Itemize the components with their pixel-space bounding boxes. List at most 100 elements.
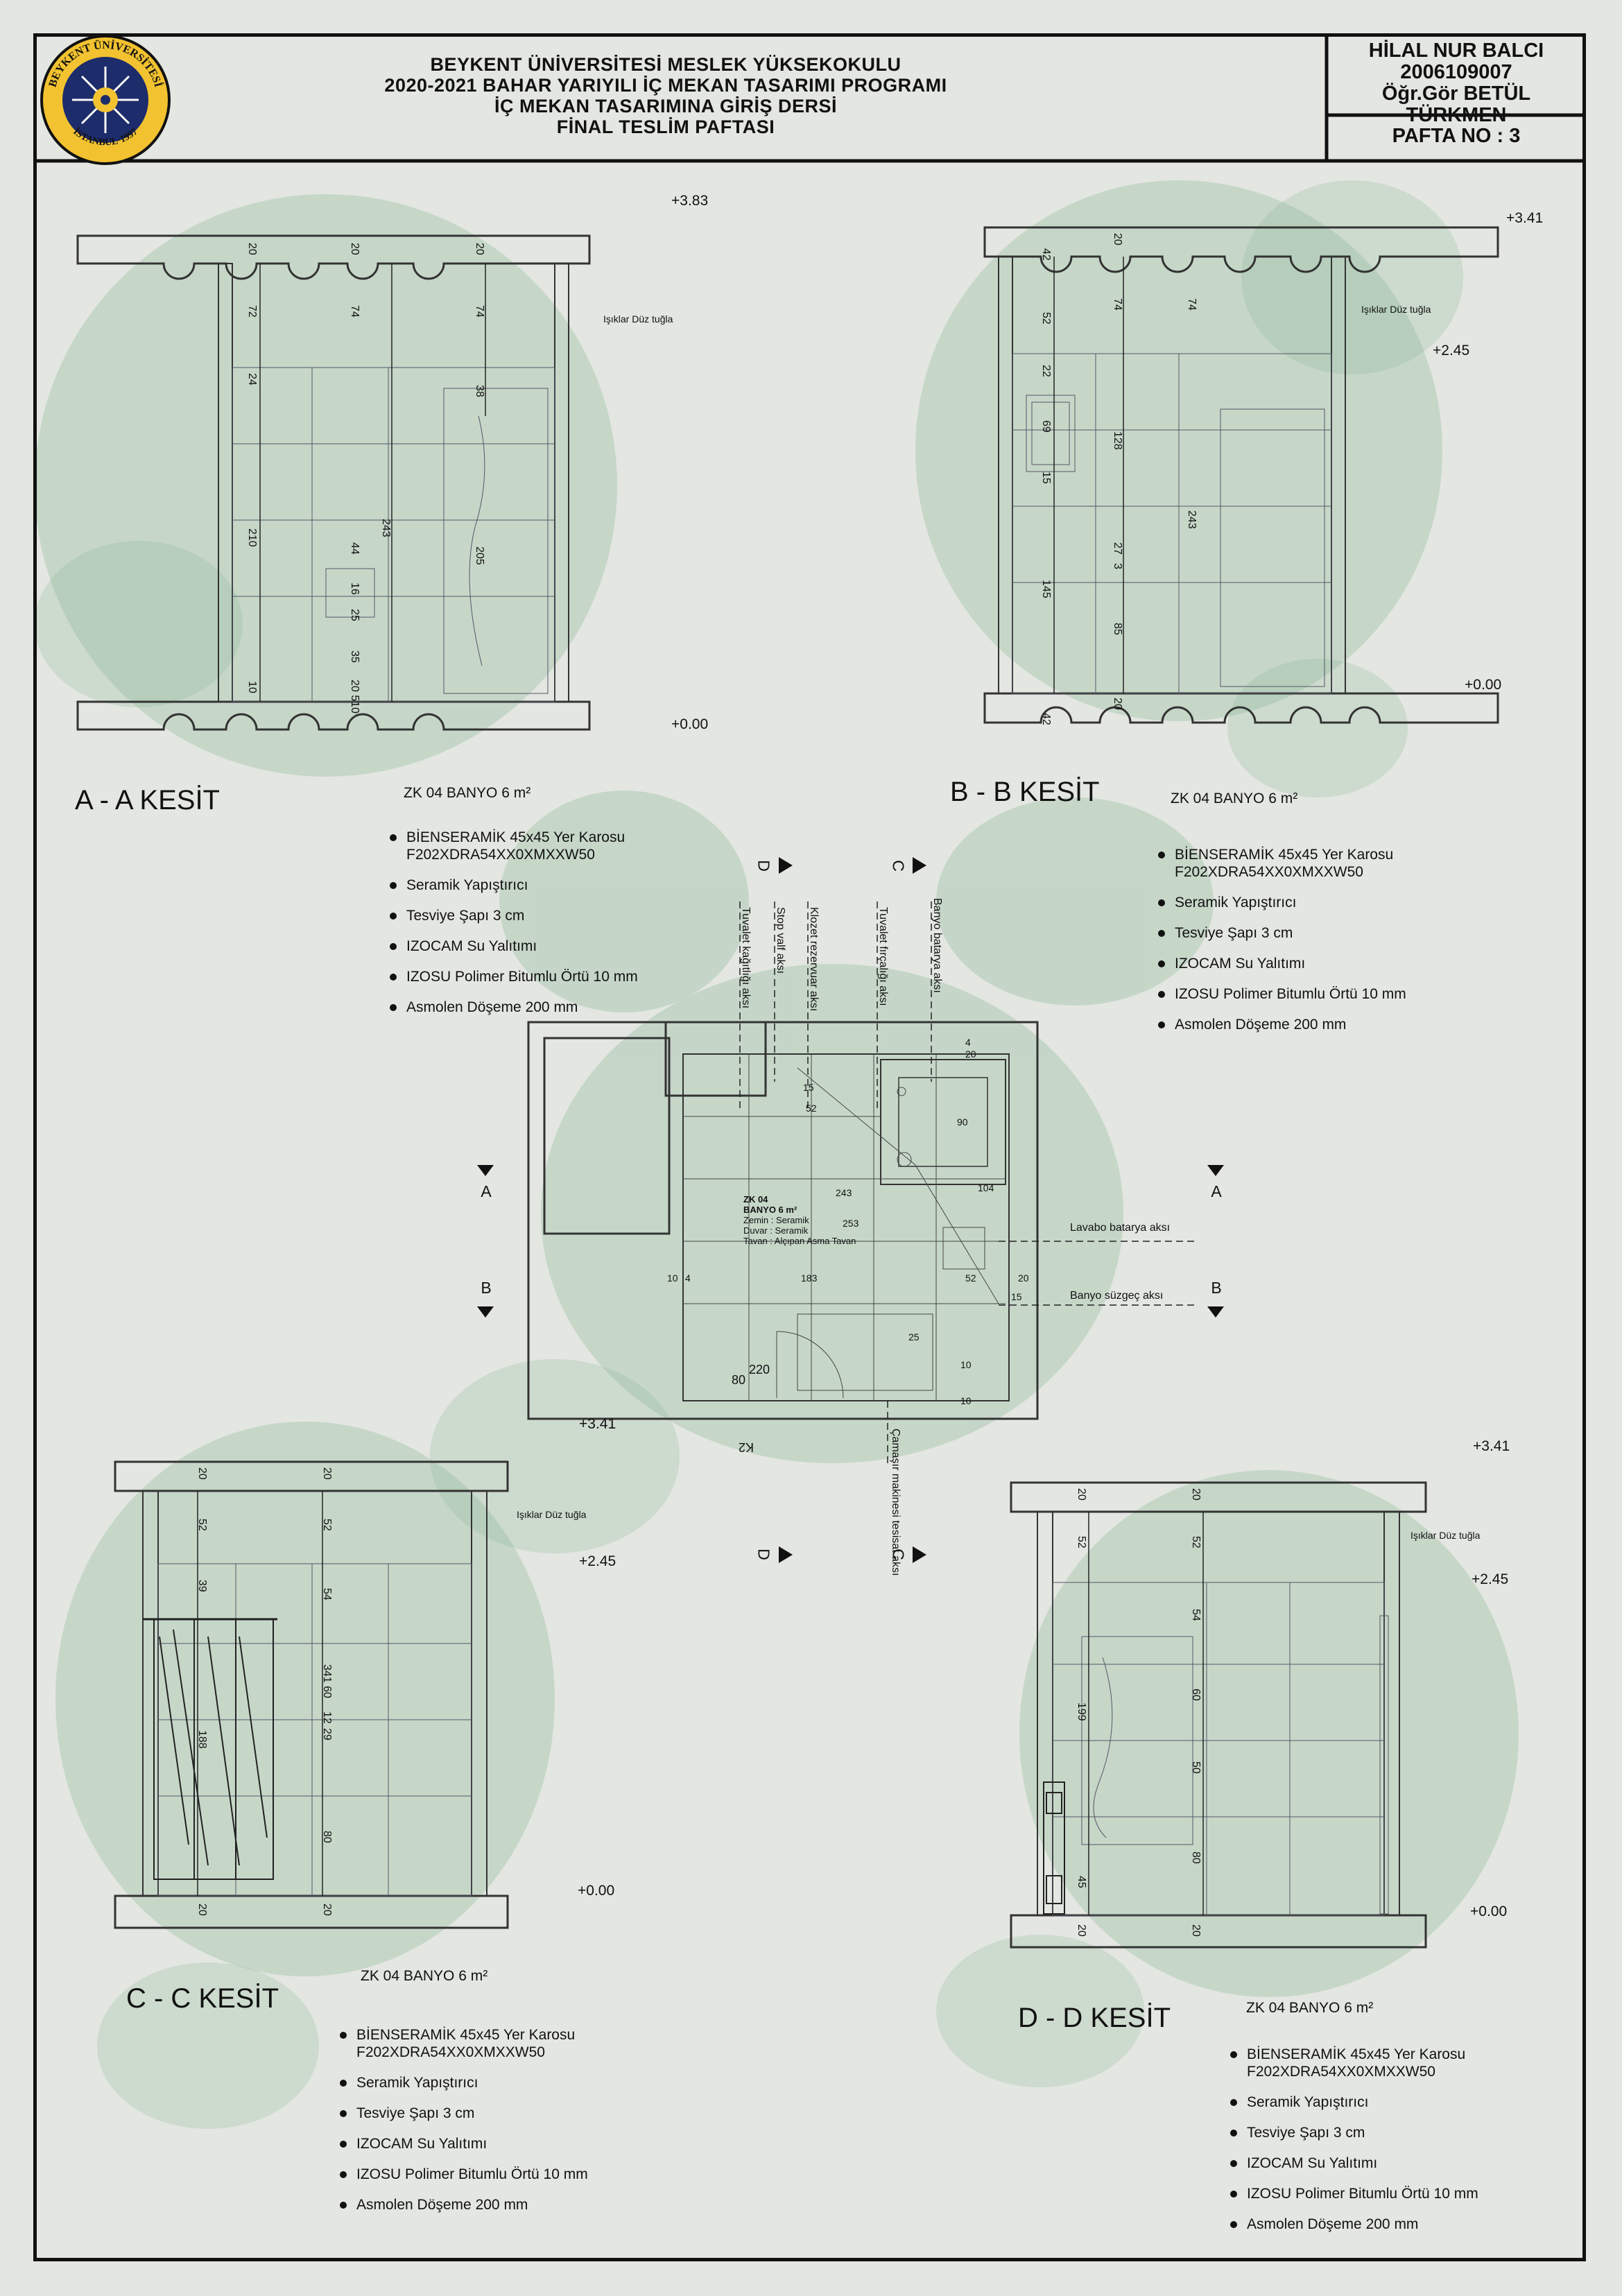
dd-dim: 20 xyxy=(1190,1488,1202,1501)
plan-dim: 10 xyxy=(960,1395,972,1406)
cc-materials-list: BİENSERAMİK 45x45 Yer Karosu F202XDRA54X… xyxy=(338,2026,588,2227)
aa-top-level: +3.83 xyxy=(671,193,709,209)
plan-marker-b-left: B xyxy=(481,1279,492,1297)
plan-dim: 20 xyxy=(965,1048,976,1060)
dd-dim: 80 xyxy=(1190,1852,1202,1864)
cc-material: IZOCAM Su Yalıtımı xyxy=(338,2135,588,2152)
dd-dim: 20 xyxy=(1076,1924,1087,1937)
cc-material: Asmolen Döşeme 200 mm xyxy=(338,2196,588,2213)
dd-dim: 52 xyxy=(1076,1536,1087,1548)
plan-dim: 90 xyxy=(957,1116,968,1128)
instructor-name: Öğr.Gör BETÜL TÜRKMEN xyxy=(1381,83,1531,126)
plan-dim: 10 xyxy=(667,1272,678,1284)
dd-materials-list: BİENSERAMİK 45x45 Yer Karosu F202XDRA54X… xyxy=(1229,2046,1478,2246)
bb-material: IZOSU Polimer Bitumlu Örtü 10 mm xyxy=(1157,985,1406,1003)
plan-dim: 4 xyxy=(965,1037,971,1048)
dd-material: IZOCAM Su Yalıtımı xyxy=(1229,2155,1478,2172)
aa-material: Seramik Yapıştırıcı xyxy=(388,877,638,894)
plan-wall: Duvar : Seramik xyxy=(743,1225,809,1236)
plan-dim: 80 xyxy=(732,1373,746,1387)
plan-axis-label-lavabo: Lavabo batarya aksı xyxy=(1070,1222,1171,1234)
plan-dim: 15 xyxy=(1011,1291,1022,1302)
header-title-line-4: FİNAL TESLİM PAFTASI xyxy=(556,116,775,137)
cc-title: C - C KESİT xyxy=(126,1983,279,2014)
plan-room-info: ZK 04 BANYO 6 m² Zemin : Seramik Duvar :… xyxy=(743,1194,856,1246)
bb-material: Asmolen Döşeme 200 mm xyxy=(1157,1016,1406,1033)
header-title-line-2: 2020-2021 BAHAR YARIYILI İÇ MEKAN TASARI… xyxy=(384,75,947,96)
plan-level: +3.41 xyxy=(579,1416,616,1432)
aa-title: A - A KESİT xyxy=(75,785,220,815)
plan-room-area: BANYO 6 m² xyxy=(743,1205,797,1215)
cc-bottom-level: +0.00 xyxy=(578,1883,615,1899)
cc-mid-level: +2.45 xyxy=(579,1553,616,1569)
aa-material: IZOCAM Su Yalıtımı xyxy=(388,938,638,955)
sheet-number: PAFTA NO : 3 xyxy=(1392,125,1521,147)
plan-marker-a-left: A xyxy=(481,1182,492,1200)
aa-bottom-level: +0.00 xyxy=(671,716,709,732)
plan-dim: 220 xyxy=(749,1363,770,1376)
plan-dim: 10 xyxy=(960,1359,972,1370)
aa-brick-note: Işıklar Düz tuğla xyxy=(603,313,673,325)
aa-material: Tesviye Şapı 3 cm xyxy=(388,907,638,924)
bb-brick-note: Işıklar Düz tuğla xyxy=(1361,304,1431,315)
bb-material: IZOCAM Su Yalıtımı xyxy=(1157,955,1406,972)
aa-room-label: ZK 04 BANYO 6 m² xyxy=(404,785,531,801)
aa-material: BİENSERAMİK 45x45 Yer Karosu F202XDRA54X… xyxy=(388,829,638,863)
cc-material: BİENSERAMİK 45x45 Yer Karosu F202XDRA54X… xyxy=(338,2026,588,2061)
dd-dim: 20 xyxy=(1076,1488,1087,1501)
bb-room-label: ZK 04 BANYO 6 m² xyxy=(1171,791,1298,806)
dd-material: Seramik Yapıştırıcı xyxy=(1229,2094,1478,2111)
dd-dim: 52 xyxy=(1190,1536,1202,1548)
cc-room-label: ZK 04 BANYO 6 m² xyxy=(361,1968,488,1984)
student-name: HİLAL NUR BALCI xyxy=(1368,40,1544,62)
plan-ceiling: Tavan : Alçıpan Asma Tavan xyxy=(743,1236,856,1246)
plan-dim: 15 xyxy=(803,1082,814,1093)
cc-material: Seramik Yapıştırıcı xyxy=(338,2074,588,2091)
plan-dim: 52 xyxy=(806,1103,817,1114)
dd-dim: 20 xyxy=(1190,1924,1202,1937)
aa-material: Asmolen Döşeme 200 mm xyxy=(388,999,638,1016)
bb-materials-list: BİENSERAMİK 45x45 Yer Karosu F202XDRA54X… xyxy=(1157,846,1406,1046)
dd-material: Tesviye Şapı 3 cm xyxy=(1229,2124,1478,2141)
bb-top-level: +3.41 xyxy=(1506,210,1544,226)
dd-mid-level: +2.45 xyxy=(1472,1571,1509,1587)
dd-brick-note: Işıklar Düz tuğla xyxy=(1410,1530,1481,1541)
dd-material: Asmolen Döşeme 200 mm xyxy=(1229,2216,1478,2233)
bb-material: Seramik Yapıştırıcı xyxy=(1157,894,1406,911)
dd-material: IZOSU Polimer Bitumlu Örtü 10 mm xyxy=(1229,2185,1478,2202)
plan-dim: 104 xyxy=(978,1182,994,1193)
dd-room-label: ZK 04 BANYO 6 m² xyxy=(1246,2000,1374,2016)
plan-dim: 243 xyxy=(836,1187,852,1198)
cc-material: IZOSU Polimer Bitumlu Örtü 10 mm xyxy=(338,2166,588,2183)
plan-axis-label-suzgec: Banyo süzgeç aksı xyxy=(1070,1290,1164,1302)
student-number: 2006109007 xyxy=(1400,61,1512,83)
aa-material: IZOSU Polimer Bitumlu Örtü 10 mm xyxy=(388,968,638,985)
plan-marker-b-right: B xyxy=(1211,1279,1222,1297)
dd-dim: 60 xyxy=(1190,1689,1202,1701)
drawing-frame xyxy=(33,33,1586,2261)
plan-dim: 183 xyxy=(801,1272,818,1284)
header-title: BEYKENT ÜNİVERSİTESİ MESLEK YÜKSEKOKULU … xyxy=(173,54,1158,137)
header-title-line-1: BEYKENT ÜNİVERSİTESİ MESLEK YÜKSEKOKULU xyxy=(430,54,901,75)
dd-dim: 50 xyxy=(1190,1761,1202,1774)
plan-dim: 52 xyxy=(965,1272,976,1284)
plan-dim: 25 xyxy=(908,1331,920,1343)
header-title-line-3: İÇ MEKAN TASARIMINA GİRİŞ DERSİ xyxy=(494,96,837,116)
plan-dim: 20 xyxy=(1018,1272,1029,1284)
bb-title: B - B KESİT xyxy=(950,777,1100,807)
bb-material: Tesviye Şapı 3 cm xyxy=(1157,924,1406,942)
cc-material: Tesviye Şapı 3 cm xyxy=(338,2105,588,2122)
plan-floor: Zemin : Seramik xyxy=(743,1215,809,1225)
dd-bottom-level: +0.00 xyxy=(1470,1904,1508,1919)
plan-room-name: ZK 04 xyxy=(743,1194,768,1205)
plan-dim: 253 xyxy=(843,1218,859,1229)
aa-materials-list: BİENSERAMİK 45x45 Yer Karosu F202XDRA54X… xyxy=(388,829,638,1029)
dd-material: BİENSERAMİK 45x45 Yer Karosu F202XDRA54X… xyxy=(1229,2046,1478,2080)
dd-title: D - D KESİT xyxy=(1018,2003,1171,2033)
dd-dim: 54 xyxy=(1190,1609,1202,1621)
bb-bottom-level: +0.00 xyxy=(1465,677,1502,693)
